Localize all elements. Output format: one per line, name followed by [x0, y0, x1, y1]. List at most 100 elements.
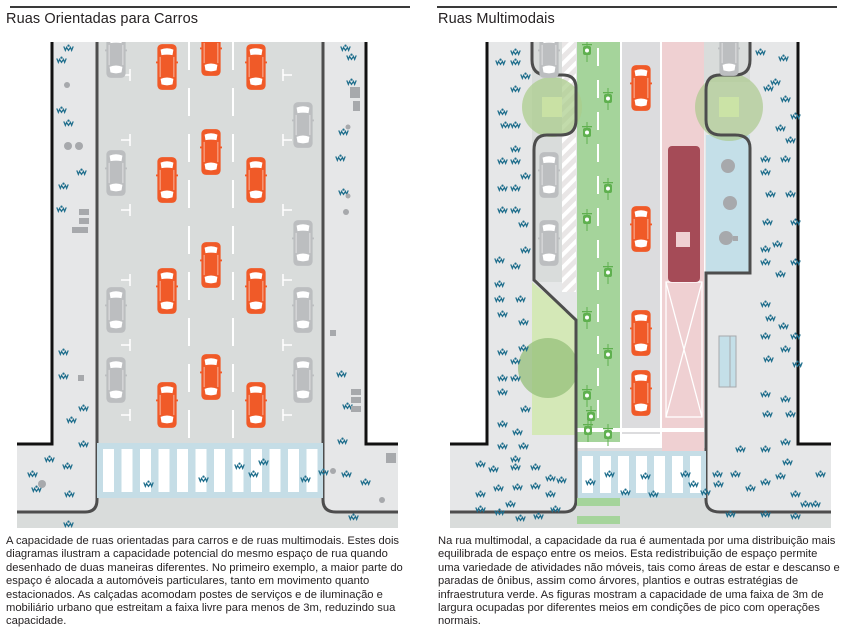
crosswalk-stripe — [232, 449, 244, 492]
parking-tick — [282, 339, 292, 351]
bus — [668, 146, 700, 282]
crosswalk-stripe — [103, 449, 114, 492]
moving-car — [156, 382, 178, 428]
lane-dash — [188, 42, 190, 70]
parking-tick — [121, 409, 131, 421]
bike-lane-dash — [597, 336, 599, 354]
crosswalk-stripe — [195, 449, 207, 492]
moving-car — [200, 354, 222, 400]
building-edge-right — [364, 42, 398, 446]
moving-car — [200, 129, 222, 175]
moving-car — [156, 44, 178, 90]
parked-car — [292, 357, 314, 403]
bus-stop-marking — [665, 281, 703, 418]
bike-lane-dash — [597, 176, 599, 194]
building-edge-right — [796, 42, 831, 446]
bike-lane-dash — [597, 112, 599, 130]
lane-dash — [232, 318, 234, 346]
parked-car — [105, 42, 127, 78]
moving-car — [630, 370, 652, 416]
parking-tick — [282, 69, 292, 81]
parking-tick — [282, 134, 292, 146]
crosswalk-stripe — [672, 456, 683, 493]
parked-car — [105, 287, 127, 333]
crosswalk-stripe — [177, 449, 188, 492]
lane-dash — [232, 410, 234, 438]
parking-tick — [121, 339, 131, 351]
building-edge-left — [450, 42, 489, 446]
crosswalk-stripe — [618, 456, 629, 493]
street-furniture-left — [38, 82, 396, 503]
curb-right — [321, 42, 398, 514]
moving-car — [245, 44, 267, 90]
moving-car — [200, 242, 222, 288]
crosswalk-stripe — [158, 449, 170, 492]
moving-car — [156, 268, 178, 314]
crosswalk-stripe — [654, 456, 665, 493]
lane-dash — [188, 88, 190, 116]
parking-tick — [121, 134, 131, 146]
bike-lane-dash — [597, 208, 599, 226]
crosswalk-stripe — [690, 456, 701, 493]
crosswalk-stripe — [251, 449, 262, 492]
left-panel-caption: A capacidade de ruas orientadas para car… — [6, 535, 403, 628]
lane-dash — [232, 226, 234, 254]
right-panel-title: Ruas Multimodais — [438, 11, 555, 27]
moving-car — [245, 157, 267, 203]
bike-lane-dash — [597, 48, 599, 66]
moving-car — [200, 42, 222, 76]
left-panel-title: Ruas Orientadas para Carros — [6, 11, 199, 27]
moving-car — [245, 382, 267, 428]
crosswalk-stripe — [121, 449, 133, 492]
building-edge-left — [17, 42, 54, 446]
bike-lane-dash — [597, 304, 599, 322]
trees — [518, 73, 763, 398]
lane-dash — [188, 364, 190, 392]
parked-car — [292, 220, 314, 266]
bike-lane-dash — [597, 272, 599, 290]
multimodal-street-diagram — [450, 42, 831, 528]
bike-lane-dash — [597, 368, 599, 386]
parking-tick — [282, 204, 292, 216]
crosswalk-stripe — [288, 449, 299, 492]
car-oriented-street-diagram — [17, 42, 398, 528]
crosswalk-stripe — [269, 449, 281, 492]
lane-dash — [188, 226, 190, 254]
lane-dash — [232, 180, 234, 208]
moving-car — [630, 310, 652, 356]
bike-lane-dash — [597, 80, 599, 98]
bike-lane-dash — [597, 400, 599, 418]
lane-dash — [232, 272, 234, 300]
lane-dash — [188, 180, 190, 208]
crosswalk — [97, 443, 323, 498]
lane-dash — [188, 272, 190, 300]
parked-car — [538, 220, 560, 266]
left-header-rule — [10, 6, 410, 8]
lane-dash — [188, 318, 190, 346]
parking-tick — [282, 274, 292, 286]
moving-car — [245, 268, 267, 314]
curb-left — [17, 42, 99, 514]
right-header-rule — [437, 6, 837, 8]
crosswalk-stripe — [636, 456, 647, 493]
lane-dash — [232, 88, 234, 116]
crosswalk-stripe — [214, 449, 225, 492]
parking-tick — [121, 204, 131, 216]
parked-car — [538, 42, 560, 78]
parking-tick — [282, 409, 292, 421]
crosswalk-stripe — [140, 449, 151, 492]
moving-car — [156, 157, 178, 203]
parked-car — [105, 357, 127, 403]
lane-dash — [188, 410, 190, 438]
crosswalk-stripe — [306, 449, 318, 492]
moving-car — [630, 65, 652, 111]
crosswalk-stripe — [582, 456, 593, 493]
bike-lane-dash — [597, 240, 599, 258]
lane-dash — [232, 364, 234, 392]
parked-car — [292, 287, 314, 333]
bike-lane-dash — [597, 144, 599, 162]
lane-dash — [232, 134, 234, 162]
parked-car — [538, 152, 560, 198]
parked-car — [718, 42, 740, 76]
